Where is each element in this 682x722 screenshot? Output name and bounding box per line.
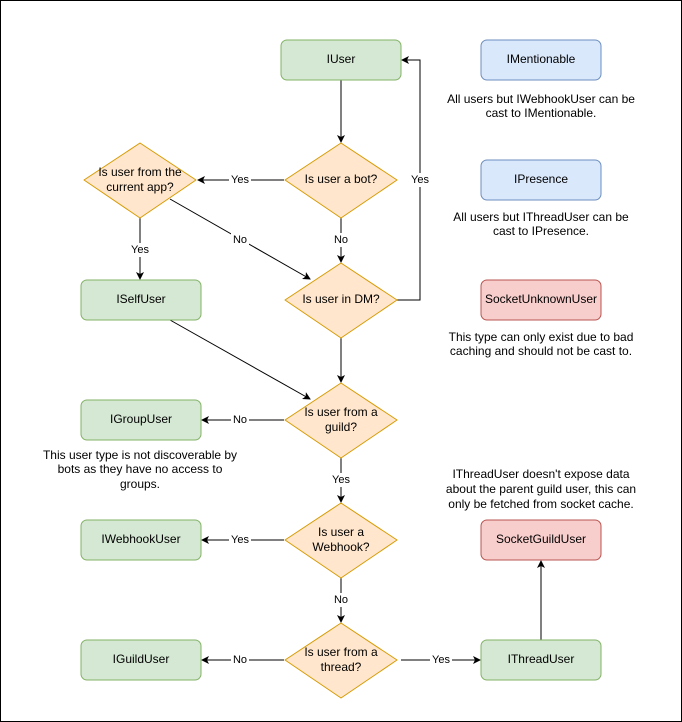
svg-text:only be fetched from socket ca: only be fetched from socket cache. xyxy=(448,497,633,511)
svg-text:IGuildUser: IGuildUser xyxy=(113,652,170,666)
svg-text:IThreadUser: IThreadUser xyxy=(508,652,575,666)
svg-text:caching and should not be cast: caching and should not be cast to. xyxy=(450,344,632,358)
svg-text:Is user from a: Is user from a xyxy=(304,405,378,419)
svg-text:Is user a bot?: Is user a bot? xyxy=(305,172,378,186)
svg-text:Is user a: Is user a xyxy=(318,525,364,539)
svg-text:ISelfUser: ISelfUser xyxy=(116,292,165,306)
svg-text:IThreadUser doesn't expose dat: IThreadUser doesn't expose data xyxy=(452,467,629,481)
node-socketunknownuser: SocketUnknownUser xyxy=(480,279,602,321)
svg-text:cast to IMentionable.: cast to IMentionable. xyxy=(486,106,597,120)
node-ithreaduser: IThreadUser xyxy=(480,639,602,681)
svg-text:IGroupUser: IGroupUser xyxy=(110,412,172,426)
svg-text:IMentionable: IMentionable xyxy=(507,52,576,66)
svg-text:This type can only exist due t: This type can only exist due to bad xyxy=(449,330,634,344)
node-imentionable: IMentionable xyxy=(480,39,602,81)
node-iuser: IUser xyxy=(280,39,402,81)
svg-text:bots as they have no access to: bots as they have no access to xyxy=(58,462,223,476)
node-iwebhookuser: IWebhookUser xyxy=(80,519,202,561)
svg-text:cast to IPresence.: cast to IPresence. xyxy=(493,224,589,238)
note-igroupuser: This user type is not discoverable bybot… xyxy=(43,448,237,491)
svg-text:Is user from a: Is user from a xyxy=(304,645,378,659)
label-dm-yes: Yes xyxy=(411,174,429,186)
svg-text:current app?: current app? xyxy=(106,180,174,194)
decision-dm: Is user in DM? xyxy=(284,262,398,339)
svg-text:All users but IWebhookUser can: All users but IWebhookUser can be xyxy=(447,92,635,106)
svg-text:IPresence: IPresence xyxy=(514,172,568,186)
node-igroupuser: IGroupUser xyxy=(80,399,202,441)
label-bot-yes: Yes xyxy=(231,174,249,186)
svg-text:All users but IThreadUser can: All users but IThreadUser can be xyxy=(453,210,629,224)
label-app-yes: Yes xyxy=(131,244,149,256)
label-thread-yes: Yes xyxy=(432,654,450,666)
svg-text:Webhook?: Webhook? xyxy=(312,540,369,554)
edge-labels: Yes No Yes Yes No No Yes Yes No No Yes xyxy=(129,173,452,667)
svg-text:This user type is not discover: This user type is not discoverable by xyxy=(43,448,237,462)
label-thread-no: No xyxy=(233,654,247,666)
decision-bot: Is user a bot? xyxy=(284,142,398,219)
node-socketguilduser: SocketGuildUser xyxy=(480,519,602,561)
label-guild-yes: Yes xyxy=(332,474,350,486)
svg-text:Is user from the: Is user from the xyxy=(98,165,182,179)
svg-text:about the parent guild user, t: about the parent guild user, this can xyxy=(446,482,636,496)
node-ipresence: IPresence xyxy=(480,159,602,201)
svg-text:guild?: guild? xyxy=(325,420,357,434)
note-socketunknown: This type can only exist due to badcachi… xyxy=(449,330,634,358)
edge-selfuser-guild xyxy=(169,319,311,400)
svg-text:groups.: groups. xyxy=(120,477,160,491)
label-guild-no: No xyxy=(233,414,247,426)
label-bot-no: No xyxy=(334,234,348,246)
node-iguilduser: IGuildUser xyxy=(80,639,202,681)
svg-text:Is user in DM?: Is user in DM? xyxy=(302,292,380,306)
svg-text:IUser: IUser xyxy=(327,52,356,66)
svg-text:thread?: thread? xyxy=(321,660,362,674)
svg-text:SocketUnknownUser: SocketUnknownUser xyxy=(485,292,597,306)
label-webhook-no: No xyxy=(334,594,348,606)
label-app-no: No xyxy=(233,234,247,246)
svg-text:IWebhookUser: IWebhookUser xyxy=(101,532,180,546)
svg-text:SocketGuildUser: SocketGuildUser xyxy=(496,532,586,546)
label-webhook-yes: Yes xyxy=(231,534,249,546)
node-iselfuser: ISelfUser xyxy=(80,279,202,321)
